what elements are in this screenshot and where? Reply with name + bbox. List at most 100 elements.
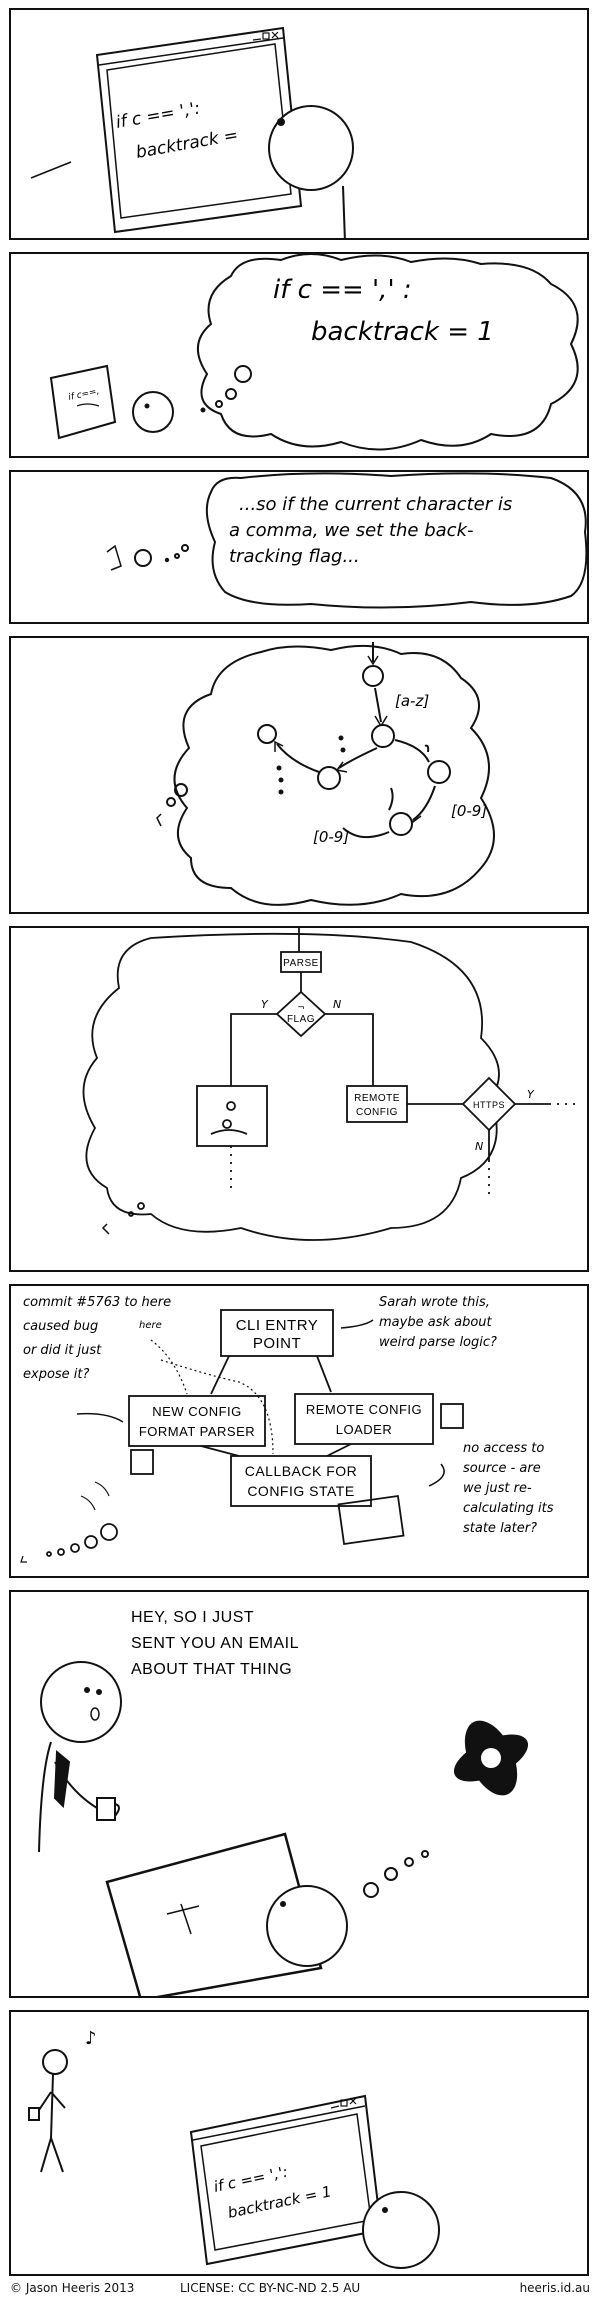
monitor-frame bbox=[95, 26, 303, 234]
panel-1: if c == ',': backtrack = bbox=[9, 8, 589, 240]
copyright-text: © Jason Heeris 2013 bbox=[10, 2281, 135, 2295]
state-node-4 bbox=[389, 812, 413, 836]
panel-5-drawing: PARSE ¬ FLAG Y N REMOTE CONFIG HTTPS Y N bbox=[82, 928, 581, 1241]
state-node-5 bbox=[317, 766, 341, 790]
coffee-mug-icon bbox=[96, 1797, 116, 1821]
sarah-note-line-3: weird parse logic? bbox=[379, 1335, 497, 1350]
small-monitor bbox=[49, 364, 117, 440]
head bbox=[266, 1885, 348, 1967]
tiny-face bbox=[156, 813, 162, 827]
sarah-note-line-2: maybe ask about bbox=[379, 1315, 493, 1330]
source-note-line-4: calculating its bbox=[463, 1501, 554, 1516]
cli-entry-label-1: CLI ENTRY bbox=[236, 1317, 319, 1334]
remote-loader-label-2: LOADER bbox=[336, 1422, 392, 1437]
screen-code-line-1: if c == ',': bbox=[114, 98, 201, 132]
panel-1-drawing: if c == ',': backtrack = bbox=[30, 26, 354, 238]
neck bbox=[342, 185, 346, 238]
sarah-note-line-1: Sarah wrote this, bbox=[379, 1295, 490, 1310]
screen-code-line-2: backtrack = bbox=[134, 125, 239, 163]
narration-line-1: ...so if the current character is bbox=[239, 494, 512, 515]
remote-config-label-1: REMOTE bbox=[354, 1093, 400, 1104]
panel-6-drawing: commit #5763 to here caused bug here or … bbox=[20, 1295, 554, 1563]
monitor-screen bbox=[106, 43, 292, 219]
thought-code-line-2: backtrack = 1 bbox=[311, 317, 494, 347]
panel-4: [a-z] [0-9] [0-9] bbox=[9, 636, 589, 914]
site-link[interactable]: heeris.id.au bbox=[519, 2281, 590, 2295]
thought-cloud bbox=[205, 472, 587, 609]
state-node-3 bbox=[427, 760, 451, 784]
tilted-monitor bbox=[105, 1832, 323, 1996]
panel-3: ...so if the current character is a comm… bbox=[9, 470, 589, 624]
walker-head bbox=[42, 2049, 68, 2075]
speech-line-3: ABOUT THAT THING bbox=[131, 1661, 292, 1678]
eye bbox=[277, 118, 285, 126]
source-note-line-3: we just re- bbox=[463, 1481, 532, 1496]
commit-note-line-3: or did it just bbox=[23, 1343, 102, 1358]
state-node-1 bbox=[362, 665, 384, 687]
flag-yes-label: Y bbox=[261, 998, 269, 1011]
code-block-box bbox=[196, 1085, 268, 1147]
new-config-label-2: FORMAT PARSER bbox=[139, 1424, 255, 1439]
cli-entry-label-2: POINT bbox=[253, 1335, 301, 1352]
narration-line-3: tracking flag... bbox=[229, 546, 360, 567]
source-note-line-1: no access to bbox=[463, 1441, 544, 1456]
callback-box bbox=[230, 1455, 372, 1507]
panel-7: HEY, SO I JUST SENT YOU AN EMAIL ABOUT T… bbox=[9, 1590, 589, 1998]
footer: © Jason Heeris 2013 LICENSE: CC BY-NC-ND… bbox=[10, 2279, 590, 2299]
small-screen-scribble: if c==, bbox=[68, 387, 101, 403]
flag-label: FLAG bbox=[287, 1014, 315, 1025]
https-label: HTTPS bbox=[473, 1100, 505, 1110]
panel-2: if c==, if c == ',' : backtrack = 1 bbox=[9, 252, 589, 458]
small-head bbox=[132, 391, 174, 433]
commit-note-line-4: expose it? bbox=[23, 1367, 90, 1382]
panel-8: ♪ if c == ',': backtrack = 1 bbox=[9, 2010, 589, 2276]
panel-6: commit #5763 to here caused bug here or … bbox=[9, 1284, 589, 1578]
thought-code-line-1: if c == ',' : bbox=[273, 275, 412, 305]
tiny-face bbox=[101, 1223, 110, 1235]
state-node-2 bbox=[371, 724, 395, 748]
head bbox=[362, 2191, 440, 2269]
remote-loader-label-1: REMOTE CONFIG bbox=[306, 1402, 422, 1417]
commit-note-line-2: caused bug bbox=[23, 1319, 98, 1334]
remote-config-label-2: CONFIG bbox=[356, 1107, 398, 1118]
remote-config-box bbox=[346, 1085, 408, 1123]
thought-cloud bbox=[173, 644, 495, 906]
flag-prefix: ¬ bbox=[297, 1003, 305, 1013]
edge-label-0-9-left: [0-9] bbox=[313, 828, 349, 846]
tie-icon bbox=[53, 1749, 71, 1809]
state-node-6 bbox=[257, 724, 277, 744]
coworker-head bbox=[40, 1661, 122, 1743]
tiny-head bbox=[134, 549, 152, 567]
tiny-monitor bbox=[106, 544, 122, 571]
music-note-icon: ♪ bbox=[85, 2028, 97, 2049]
panel-5: PARSE ¬ FLAG Y N REMOTE CONFIG HTTPS Y N bbox=[9, 926, 589, 1272]
commit-note-line-1: commit #5763 to here bbox=[23, 1295, 171, 1310]
panel-7-drawing: HEY, SO I JUST SENT YOU AN EMAIL ABOUT T… bbox=[38, 1609, 529, 1996]
remote-loader-box bbox=[294, 1393, 434, 1445]
flag-no-label: N bbox=[333, 998, 341, 1011]
window-buttons-icon bbox=[330, 2097, 357, 2109]
panel-3-drawing: ...so if the current character is a comm… bbox=[106, 472, 587, 609]
panel-4-drawing: [a-z] [0-9] [0-9] bbox=[156, 642, 495, 906]
callback-label-1: CALLBACK FOR bbox=[245, 1463, 358, 1479]
parse-label: PARSE bbox=[283, 958, 319, 969]
source-note-line-2: source - are bbox=[463, 1461, 541, 1476]
new-config-label-1: NEW CONFIG bbox=[152, 1404, 242, 1419]
narration-line-2: a comma, we set the back- bbox=[229, 520, 474, 541]
license-text: LICENSE: CC BY-NC-ND 2.5 AU bbox=[180, 2281, 361, 2295]
coffee-mug-icon bbox=[28, 2107, 40, 2121]
callback-label-2: CONFIG STATE bbox=[247, 1483, 354, 1499]
thought-cloud bbox=[82, 932, 500, 1241]
edge-label-0-9-right: [0-9] bbox=[451, 802, 487, 820]
screen-code-line-1: if c == ',': bbox=[212, 2163, 289, 2196]
https-yes-label: Y bbox=[527, 1088, 535, 1101]
source-note-line-5: state later? bbox=[463, 1521, 537, 1536]
coworker-body bbox=[38, 1741, 52, 1853]
flag-decision bbox=[275, 990, 327, 1038]
panel-8-drawing: ♪ if c == ',': backtrack = 1 bbox=[28, 2028, 440, 2269]
window-buttons-icon bbox=[252, 31, 279, 41]
https-no-label: N bbox=[475, 1140, 483, 1153]
edge-label-a-z: [a-z] bbox=[395, 692, 429, 710]
head bbox=[268, 105, 354, 191]
speech-line-1: HEY, SO I JUST bbox=[131, 1609, 254, 1626]
